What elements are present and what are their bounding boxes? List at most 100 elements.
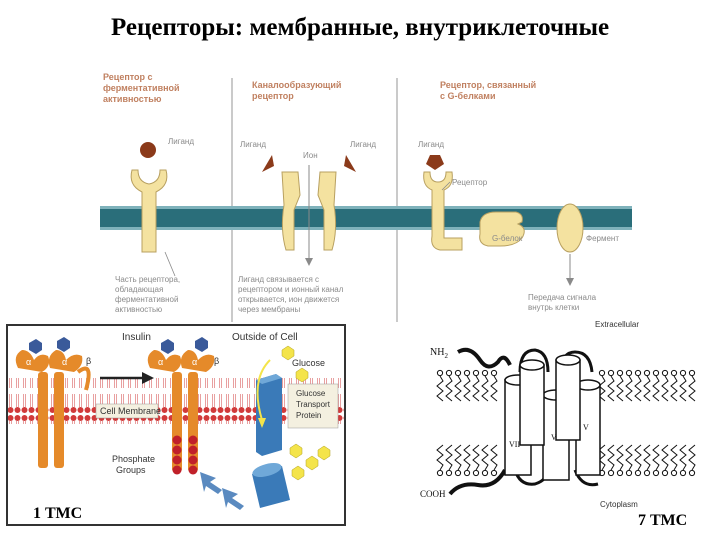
ligand-label: Лиганд [418,140,444,149]
lipid-head [652,469,660,477]
nh2-label: NH2 [430,347,448,360]
lipid-tail [688,444,696,471]
caption-1-tms: 1 ТМС [33,505,83,522]
ligand-icon [140,142,156,158]
extracellular-loop [518,348,550,373]
lipid-tail [463,375,471,402]
cell-membrane [100,208,632,228]
lipid-head [445,469,453,477]
lipid-head [688,469,696,477]
lipid-tail [670,375,678,402]
lipid-head [679,469,687,477]
lipid-tail [445,375,453,402]
lipid-tail [625,375,633,402]
lipid-tail [625,444,633,471]
ligand-icon [426,155,444,170]
lipid-tail [472,375,480,402]
lipid-tail [616,444,624,471]
receptor-label: Рецептор [452,178,488,187]
lipid-tail [436,375,444,402]
lipid-head [607,469,615,477]
lipid-tail [454,444,462,471]
lipid-head [490,369,498,377]
header-enzyme-receptor: Рецептор с ферментативной активностью [103,72,182,104]
insulin-receptor-active: α α β [147,350,219,475]
lipid-bilayer [436,369,696,477]
glucose-icon [291,465,305,481]
phosphate-groups-label: Phosphate Groups [112,454,158,475]
lipid-head [670,469,678,477]
insulin-receptor-inactive: α α β [15,350,91,468]
lipid-head [472,369,480,377]
phosphate-group [188,445,198,455]
lipid-tail [643,444,651,471]
lipid-tail [679,444,687,471]
phosphate-group [172,435,182,445]
lipid-tail [490,444,498,471]
insulin-icon [195,337,208,352]
enzyme-receptor [130,169,168,253]
lipid-head [454,369,462,377]
lipid-head [643,369,651,377]
lipid-tail [688,375,696,402]
ligand-left-label: Лиганд [240,140,266,149]
g-protein-label: G-белок [492,234,523,243]
c-terminus [448,468,507,496]
lipid-head [688,369,696,377]
lipid-head [598,369,606,377]
svg-text:α: α [158,357,163,367]
lipid-head [661,469,669,477]
top-panel: Рецептор с ферментативной активностью Ка… [100,72,632,322]
glucose-icon [305,455,319,471]
insulin-icon [161,339,174,354]
svg-text:β: β [214,356,219,366]
lipid-head [661,369,669,377]
cytoplasm-label: Cytoplasm [600,500,638,509]
phosphate-group [172,465,182,475]
transmembrane-helix [555,354,581,441]
lipid-head [481,469,489,477]
lipid-tail [652,444,660,471]
glucose-icon [295,367,309,383]
lipid-tail [634,444,642,471]
svg-text:Glucose Transport: Glucose Transport Protein [296,389,332,420]
channel-subunit-left [281,171,301,251]
lipid-head [652,369,660,377]
lipid-tail [490,375,498,402]
lipid-head [445,369,453,377]
lipid-tail [445,444,453,471]
lipid-head [463,369,471,377]
signal-arrow [222,488,244,510]
lipid-tail [481,375,489,402]
cooh-label: COOH [420,489,446,499]
gpcr-receptor [423,171,463,251]
lipid-head [481,369,489,377]
signal-arrow [200,472,222,494]
lipid-head [625,469,633,477]
header-channel-receptor: Каналообразующий рецептор [252,80,344,101]
lipid-tail [436,444,444,471]
lipid-tail [652,375,660,402]
lipid-head [436,469,444,477]
phosphate-group [188,465,198,475]
lipid-tail [607,375,615,402]
cell-membrane-label: Cell Membrane [100,406,161,416]
lipid-tail [634,375,642,402]
lipid-head [670,369,678,377]
glut-vesicle [252,463,290,508]
lipid-head [436,369,444,377]
lipid-tail [679,375,687,402]
lipid-head [490,469,498,477]
lipid-head [607,369,615,377]
lipid-head [616,469,624,477]
n-terminus [456,347,512,369]
svg-text:β: β [86,356,91,366]
svg-text:α: α [62,357,67,367]
channel-subunit-right [317,171,337,251]
ligand-icon [262,155,274,172]
enzyme-label: Фермент [586,234,619,243]
glucose-icon [281,345,295,361]
lipid-head [634,369,642,377]
g-protein [479,211,525,247]
